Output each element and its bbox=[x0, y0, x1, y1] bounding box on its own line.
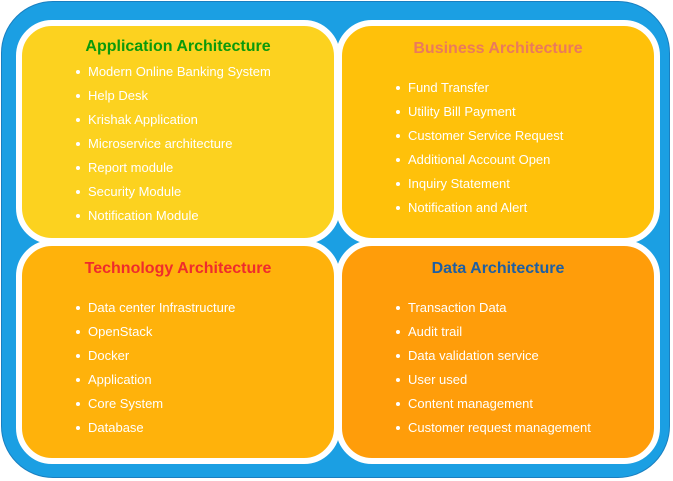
list-item: OpenStack bbox=[75, 320, 235, 344]
list-item: Core System bbox=[75, 392, 235, 416]
list-item: Utility Bill Payment bbox=[395, 100, 563, 124]
list-item: Report module bbox=[76, 156, 271, 180]
application-architecture-box: Application Architecture Modern Online B… bbox=[16, 20, 340, 244]
list-item: Security Module bbox=[76, 180, 271, 204]
list-item: Microservice architecture bbox=[76, 132, 271, 156]
list-item: Help Desk bbox=[76, 84, 271, 108]
business-architecture-title: Business Architecture bbox=[413, 40, 583, 57]
list-item: Krishak Application bbox=[76, 108, 271, 132]
technology-architecture-title: Technology Architecture bbox=[84, 260, 272, 277]
business-architecture-box: Business Architecture Fund Transfer Util… bbox=[336, 20, 660, 244]
list-item: Docker bbox=[75, 344, 235, 368]
list-item: Data center Infrastructure bbox=[75, 296, 235, 320]
list-item: Customer request management bbox=[396, 416, 591, 440]
list-item: Additional Account Open bbox=[395, 148, 563, 172]
list-item: Data validation service bbox=[396, 344, 591, 368]
list-item: User used bbox=[396, 368, 591, 392]
list-item: Notification Module bbox=[76, 204, 271, 228]
list-item: Content management bbox=[396, 392, 591, 416]
data-architecture-box: Data Architecture Transaction Data Audit… bbox=[336, 240, 660, 464]
list-item: Fund Transfer bbox=[395, 76, 563, 100]
data-architecture-list: Transaction Data Audit trail Data valida… bbox=[396, 296, 591, 440]
list-item: Modern Online Banking System bbox=[76, 60, 271, 84]
data-architecture-title: Data Architecture bbox=[431, 260, 565, 277]
list-item: Audit trail bbox=[396, 320, 591, 344]
technology-architecture-box: Technology Architecture Data center Infr… bbox=[16, 240, 340, 464]
list-item: Database bbox=[75, 416, 235, 440]
application-architecture-list: Modern Online Banking System Help Desk K… bbox=[76, 60, 271, 228]
business-architecture-list: Fund Transfer Utility Bill Payment Custo… bbox=[395, 76, 563, 220]
list-item: Inquiry Statement bbox=[395, 172, 563, 196]
list-item: Transaction Data bbox=[396, 296, 591, 320]
list-item: Application bbox=[75, 368, 235, 392]
technology-architecture-list: Data center Infrastructure OpenStack Doc… bbox=[75, 296, 235, 440]
list-item: Notification and Alert bbox=[395, 196, 563, 220]
application-architecture-title: Application Architecture bbox=[85, 38, 271, 55]
list-item: Customer Service Request bbox=[395, 124, 563, 148]
